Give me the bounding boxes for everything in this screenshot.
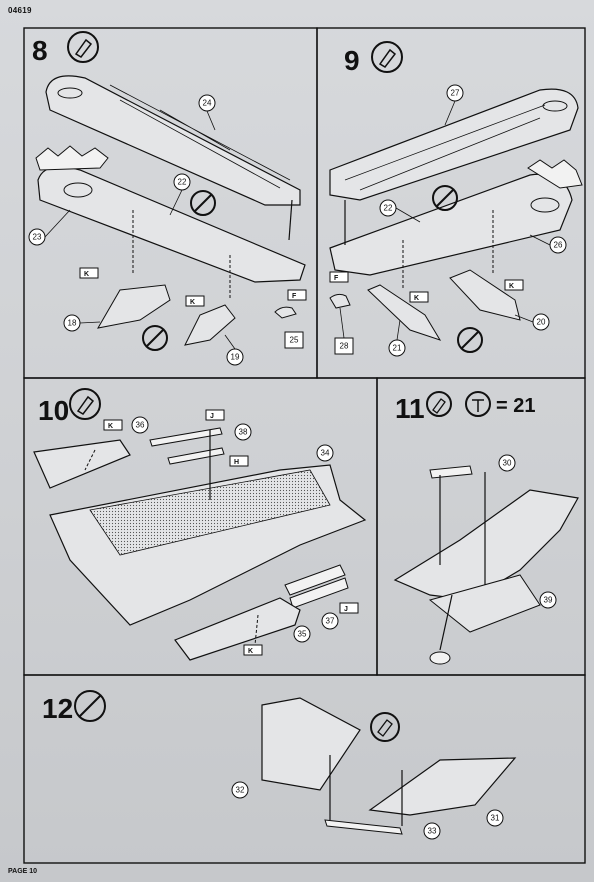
no-glue-icon [74, 690, 106, 722]
callout: 27 [451, 89, 460, 98]
step-number: 9 [344, 45, 360, 76]
no-glue-icon [142, 325, 168, 351]
callout: 24 [203, 99, 212, 108]
glue-icon [67, 31, 99, 63]
callout: 37 [326, 617, 335, 626]
color-tag: K [509, 283, 514, 290]
color-tag: K [84, 271, 89, 278]
glue-icon [371, 41, 403, 73]
glue-icon [370, 712, 400, 742]
callout: 25 [290, 336, 299, 345]
color-tag: J [210, 413, 214, 420]
color-tag: F [334, 275, 339, 282]
no-glue-icon [457, 327, 483, 353]
stand-icon [465, 391, 491, 417]
callout: 38 [239, 428, 248, 437]
callout: 33 [428, 827, 437, 836]
step-12-panel [23, 674, 586, 864]
page-number: PAGE 10 [8, 868, 38, 875]
callout: 34 [321, 449, 330, 458]
color-tag: F [292, 293, 297, 300]
callout: 18 [68, 319, 77, 328]
color-tag: H [234, 459, 239, 466]
color-tag: K [248, 648, 253, 655]
callout: 19 [231, 353, 240, 362]
callout: 35 [298, 630, 307, 639]
equals-label: = 21 [496, 395, 535, 417]
no-glue-icon [432, 185, 458, 211]
step-8: 8 [28, 31, 307, 366]
callout: 36 [136, 421, 145, 430]
callout: 30 [503, 459, 512, 468]
color-tag: K [414, 295, 419, 302]
callout: 32 [236, 786, 245, 795]
glue-icon [426, 391, 452, 417]
step-number: 12 [42, 693, 73, 724]
callout: 23 [33, 233, 42, 242]
step-number: 11 [395, 393, 425, 424]
kit-number: 04619 [8, 6, 32, 15]
callout: 28 [340, 342, 349, 351]
step-number: 10 [38, 395, 69, 426]
callout: 31 [491, 814, 500, 823]
step-number: 8 [32, 35, 48, 66]
color-tag: K [108, 423, 113, 430]
step-12: 12 32 31 33 [42, 690, 517, 840]
color-tag: J [344, 606, 348, 613]
callout: 39 [544, 596, 553, 605]
color-tag: K [190, 299, 195, 306]
step-10: 10 [33, 388, 367, 661]
glue-icon [69, 388, 101, 420]
callout: 21 [393, 344, 402, 353]
no-glue-icon [190, 190, 216, 216]
callout: 26 [554, 241, 563, 250]
callout: 22 [178, 178, 187, 187]
step-9: 9 [329, 41, 583, 357]
step-11: 11 = 21 30 39 [393, 391, 579, 665]
callout: 20 [537, 318, 546, 327]
callout: 22 [384, 204, 393, 213]
